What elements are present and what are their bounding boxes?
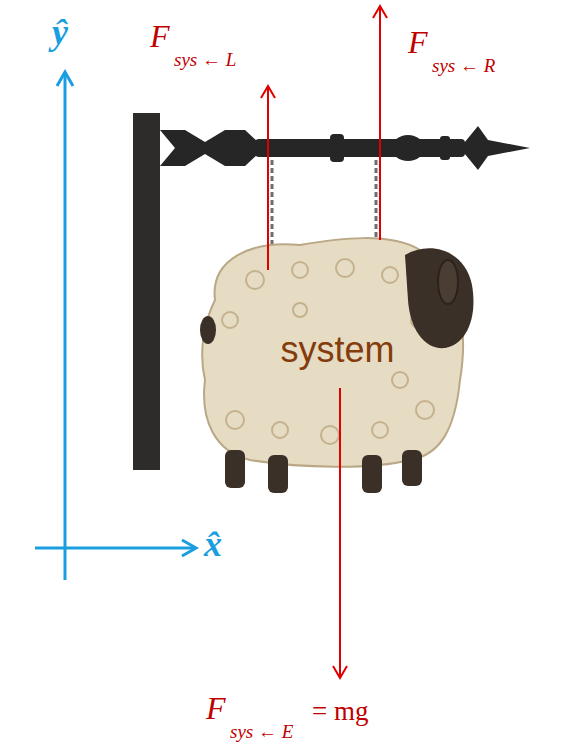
weight-equation: = mg⃗ [312,698,389,725]
system-body: system [205,240,470,490]
force-subscript: sys ← E [230,722,293,741]
wooden-post [133,113,160,470]
force-symbol: F⃗ [206,692,250,724]
force-symbol: F⃗ [408,26,452,58]
force-subscript: sys ← L [174,50,236,69]
axis-label: ŷ [52,14,68,50]
coordinate-axes [35,72,196,580]
arrow-bracket [160,126,530,170]
sheep-figure [200,238,473,493]
axis-label: x̂ [204,526,222,562]
force-symbol: F⃗ [150,20,194,52]
system-label: system [280,332,394,368]
force-subscript: sys ← R [432,56,495,75]
